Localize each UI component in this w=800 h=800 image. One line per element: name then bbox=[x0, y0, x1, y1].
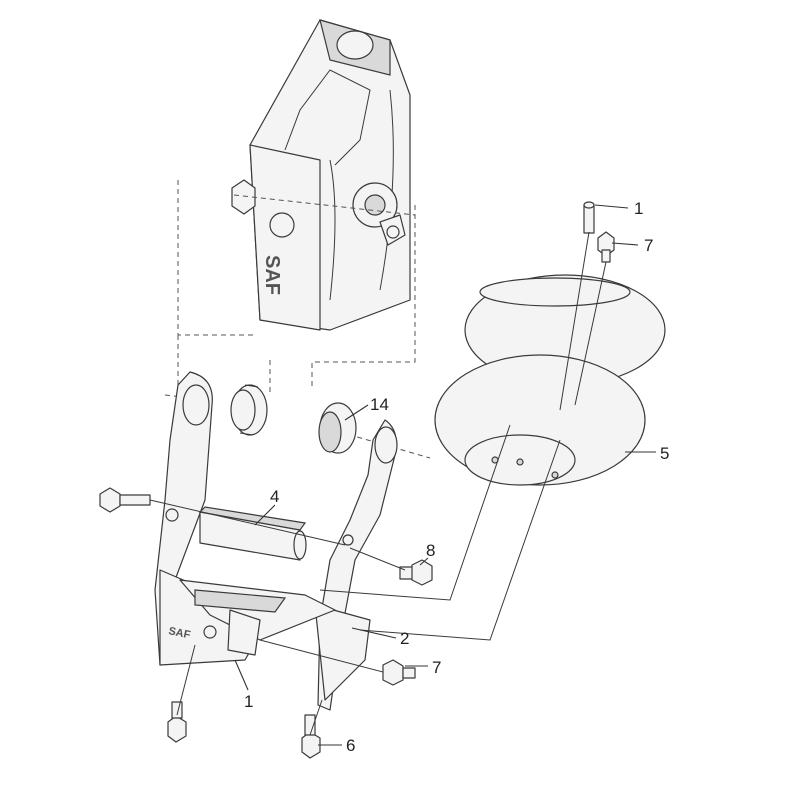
callout-10: 1 bbox=[634, 199, 643, 218]
nut-8 bbox=[399, 559, 433, 586]
spacer-tube bbox=[198, 506, 307, 561]
bushing-right-14 bbox=[318, 402, 357, 454]
bolt-7-lower bbox=[382, 659, 416, 686]
callouts: 1 7 14 5 4 8 2 7 1 6 bbox=[234, 199, 669, 755]
nut-7-upper bbox=[597, 231, 615, 263]
callout-7-lower: 7 bbox=[432, 658, 441, 677]
air-spring bbox=[434, 274, 666, 486]
bolt-6 bbox=[301, 714, 321, 759]
pin-10 bbox=[583, 201, 595, 234]
axle-hanger-block: SAF bbox=[231, 19, 411, 331]
callout-7-upper: 7 bbox=[644, 236, 653, 255]
bracket-logo: SAF bbox=[167, 625, 191, 641]
bolt-left-bottom bbox=[167, 701, 187, 743]
bolt-left-horizontal bbox=[99, 487, 151, 513]
main-bracket: SAF bbox=[159, 569, 336, 666]
callout-2: 2 bbox=[400, 629, 409, 648]
callout-4: 4 bbox=[270, 487, 279, 506]
callout-5: 5 bbox=[660, 444, 669, 463]
callout-14: 14 bbox=[370, 395, 389, 414]
bushing-left bbox=[230, 384, 268, 436]
axle-logo: SAF bbox=[261, 255, 283, 295]
callout-6: 6 bbox=[346, 736, 355, 755]
guide-lines bbox=[149, 231, 607, 736]
callout-1: 1 bbox=[244, 692, 253, 711]
callout-8: 8 bbox=[426, 541, 435, 560]
